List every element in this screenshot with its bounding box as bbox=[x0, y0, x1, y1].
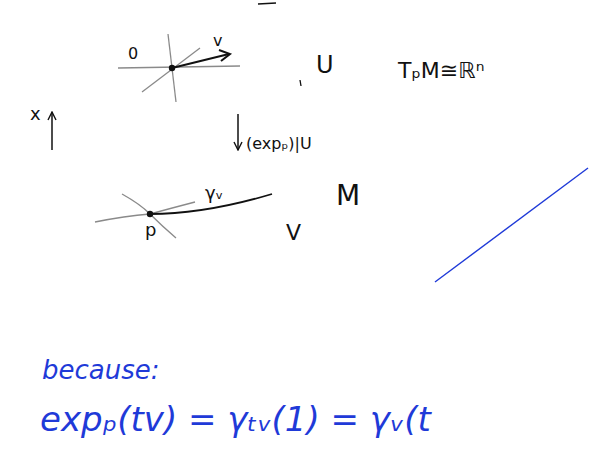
vector-arrowhead bbox=[219, 50, 230, 61]
map-arrow bbox=[51, 112, 53, 150]
stray-mark bbox=[258, 3, 276, 4]
point-dot bbox=[147, 211, 153, 217]
set-label: V bbox=[286, 220, 301, 245]
text-slot: V bbox=[286, 220, 301, 245]
text-slot: x bbox=[30, 104, 41, 125]
axis-line bbox=[118, 66, 240, 68]
outline-svg bbox=[58, 16, 302, 108]
ellipse-outline bbox=[86, 168, 284, 256]
vector-arrow bbox=[172, 54, 229, 68]
manifold-label: M bbox=[336, 180, 360, 212]
map-label: x bbox=[30, 104, 41, 125]
ellipse-outline bbox=[60, 18, 300, 106]
formula-text: expₚ(tv) = γₜᵥ(1) = γᵥ(t bbox=[40, 400, 431, 439]
surface-outline bbox=[18, 158, 340, 310]
text-slot: γᵥ bbox=[205, 183, 223, 204]
blue-stroke bbox=[435, 168, 588, 282]
text-slot: U bbox=[316, 52, 334, 80]
text-slot: (expₚ)|U bbox=[246, 134, 312, 153]
origin-dot bbox=[169, 65, 175, 71]
note-text: because: bbox=[42, 356, 160, 386]
space-label: TₚM≅ℝⁿ bbox=[398, 58, 484, 83]
point-label: p bbox=[145, 220, 156, 241]
text-slot: M bbox=[336, 180, 360, 212]
map-arrow bbox=[237, 114, 239, 150]
text-slot: because: bbox=[42, 356, 160, 386]
vector-label: v bbox=[213, 32, 222, 50]
outline-svg bbox=[0, 28, 400, 132]
text-slot: expₚ(tv) = γₜᵥ(1) = γᵥ(t bbox=[40, 400, 431, 439]
coordinate-curve bbox=[95, 202, 195, 222]
outline-svg bbox=[85, 176, 285, 250]
manifold-surface: pγᵥVM bbox=[10, 150, 345, 315]
axis-line bbox=[168, 34, 176, 102]
axis-line bbox=[142, 48, 200, 92]
text-slot: p bbox=[145, 220, 156, 241]
origin-label: 0 bbox=[128, 45, 138, 63]
neighbourhood-ellipse: pγᵥV bbox=[85, 176, 285, 250]
text-slot: v bbox=[213, 31, 222, 50]
tangent-plane: 0vUTₚM≅ℝⁿ bbox=[0, 28, 400, 132]
domain-ellipse: 0vU bbox=[58, 16, 302, 108]
geodesic-label: γᵥ bbox=[205, 183, 223, 204]
plane-outline bbox=[3, 30, 395, 130]
text-slot: 0 bbox=[128, 44, 138, 63]
map-label: (expₚ)|U bbox=[246, 135, 312, 153]
text-slot: TₚM≅ℝⁿ bbox=[398, 58, 484, 83]
stray-mark bbox=[300, 80, 301, 86]
set-label: U bbox=[316, 52, 334, 80]
